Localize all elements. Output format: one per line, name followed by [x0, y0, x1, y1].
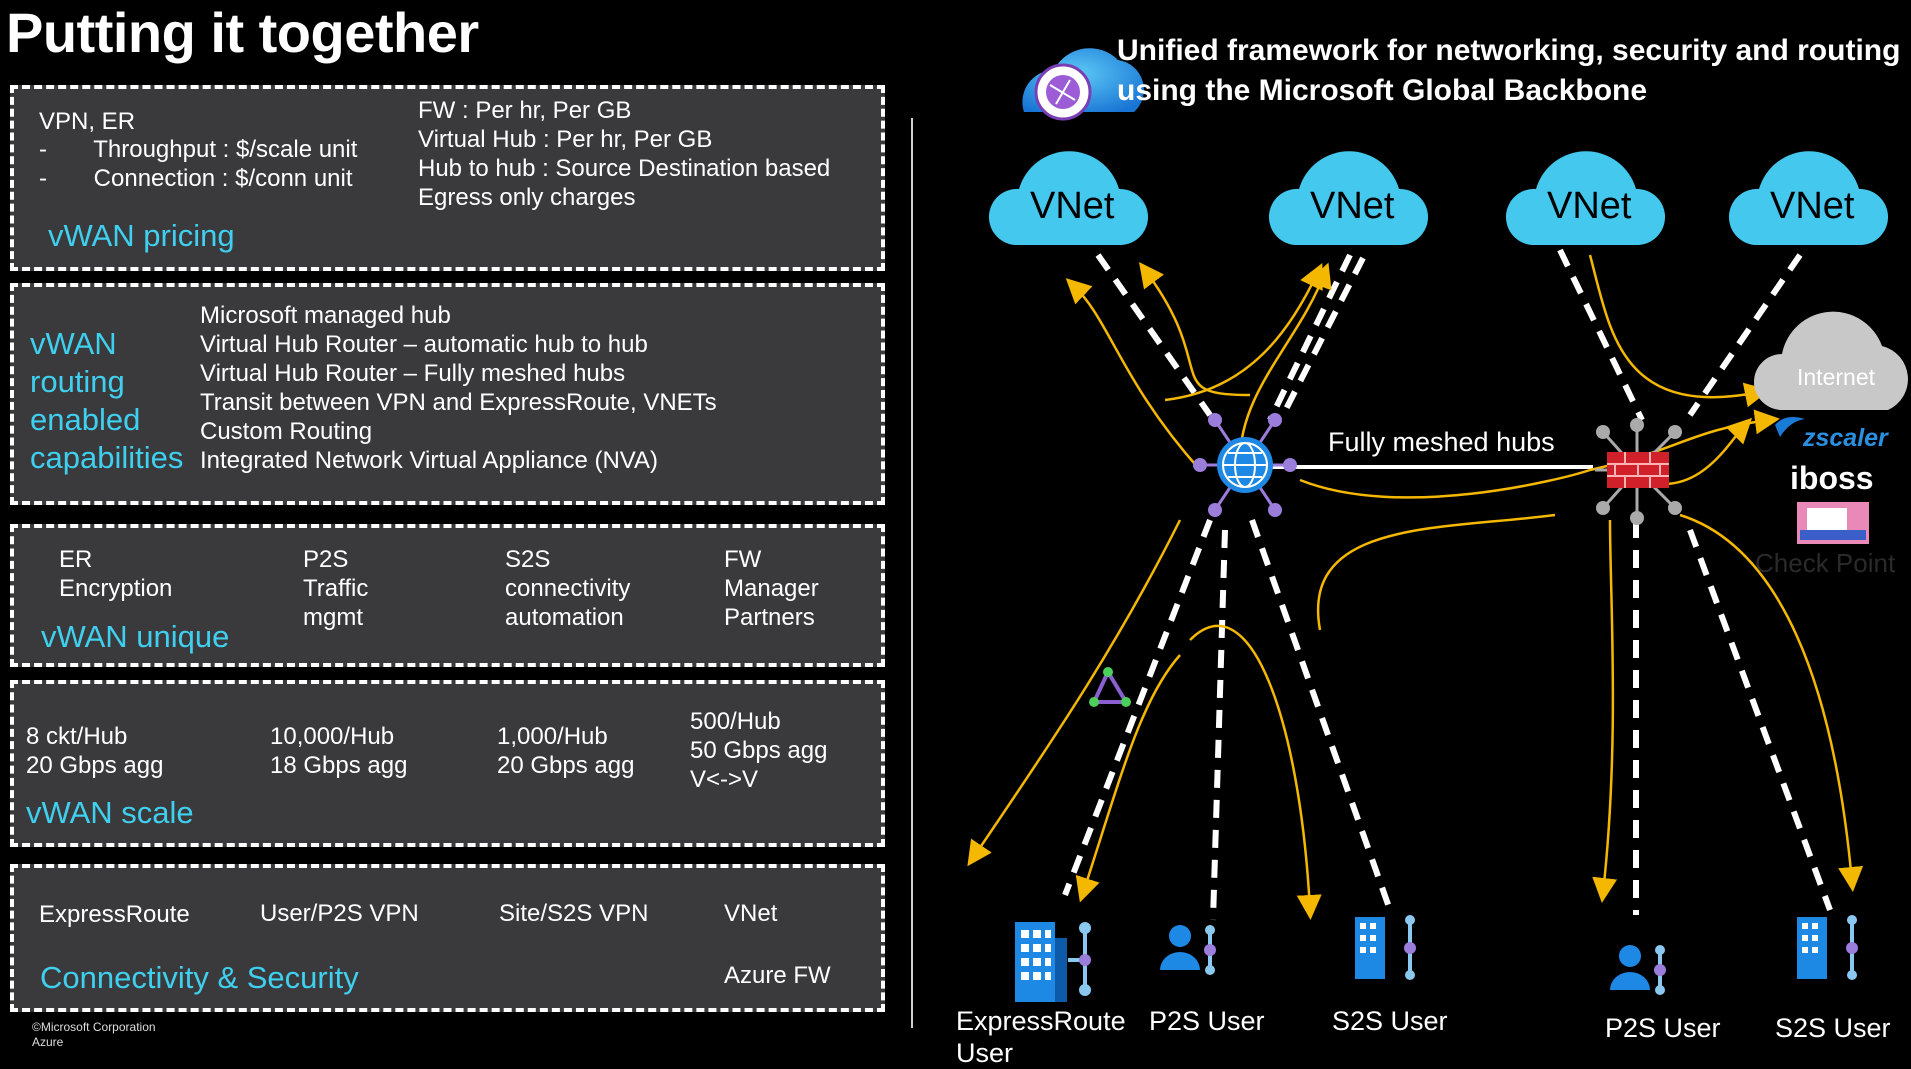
unique-s2s: S2S: [505, 546, 551, 573]
conn-p2s: User/P2S VPN: [260, 900, 419, 927]
unique-encryption: Encryption: [59, 575, 173, 602]
route-triangle-icon: [1089, 667, 1131, 707]
conn-azurefw: Azure FW: [724, 962, 831, 989]
p2s-user-label-2: P2S User: [1605, 1013, 1721, 1043]
vnet-cloud-1: [988, 151, 1149, 245]
diagram-headline-1: Unified framework for networking, securi…: [1117, 34, 1901, 67]
unique-p2s: P2S: [303, 546, 349, 573]
zscaler-logo-icon: [1775, 417, 1805, 437]
pricing-right-4: Egress only charges: [418, 184, 636, 211]
vnet-clouds: [988, 151, 1889, 245]
pricing-heading: vWAN pricing: [48, 218, 235, 253]
routing-item-5: Custom Routing: [200, 418, 373, 445]
unique-fw: FW: [724, 546, 762, 573]
pricing-right-3: Hub to hub : Source Destination based: [418, 155, 831, 182]
pricing-right-2: Virtual Hub : Per hr, Per GB: [418, 126, 713, 153]
scale-heading: vWAN scale: [26, 795, 194, 830]
vnet-label-3: VNet: [1547, 185, 1632, 227]
scale-vnet-2: 50 Gbps agg: [690, 737, 828, 764]
scale-s2s-2: 20 Gbps agg: [497, 752, 635, 779]
s2s-user-label-1: S2S User: [1332, 1006, 1448, 1036]
dashed-links: [1062, 248, 1833, 921]
unique-partners: Partners: [724, 604, 815, 631]
pricing-left-1: VPN, ER: [39, 108, 136, 135]
vnet-label-2: VNet: [1310, 185, 1395, 227]
traffic-arrows: [967, 254, 1864, 920]
routing-heading-3: enabled: [30, 402, 141, 437]
conn-expressroute: ExpressRoute: [39, 901, 190, 928]
page-title: Putting it together: [6, 1, 479, 64]
routing-heading-1: vWAN: [30, 326, 117, 361]
unique-automation: automation: [505, 604, 624, 631]
vnet-label-4: VNet: [1770, 185, 1855, 227]
expressroute-label: ExpressRoute: [956, 1006, 1126, 1036]
partner-iboss: iboss: [1790, 460, 1874, 496]
vnet-label-1: VNet: [1030, 185, 1115, 227]
routing-heading-2: routing: [30, 364, 125, 399]
unique-traffic: Traffic: [303, 575, 369, 602]
unique-er: ER: [59, 546, 93, 573]
s2s-building-icon-1: [1355, 915, 1416, 980]
scale-p2s-2: 18 Gbps agg: [270, 752, 408, 779]
partner-zscaler: zscaler: [1803, 424, 1888, 452]
vnet-cloud-3: [1505, 151, 1666, 245]
routing-item-3: Virtual Hub Router – Fully meshed hubs: [200, 360, 626, 387]
s2s-user-label-2: S2S User: [1775, 1013, 1891, 1043]
routing-item-2: Virtual Hub Router – automatic hub to hu…: [200, 331, 648, 358]
unique-heading: vWAN unique: [41, 619, 230, 654]
internet-label: Internet: [1797, 364, 1875, 390]
pricing-left-2: - Throughput : $/scale unit: [39, 136, 358, 163]
vnet-cloud-2: [1268, 151, 1429, 245]
s2s-building-icon-2: [1797, 915, 1858, 980]
vnet-cloud-4: [1728, 151, 1889, 245]
routing-item-4: Transit between VPN and ExpressRoute, VN…: [200, 389, 717, 416]
scale-vnet-1: 500/Hub: [690, 708, 781, 735]
scale-s2s-1: 1,000/Hub: [497, 723, 608, 750]
vertical-divider: [911, 118, 913, 1028]
scale-vnet-3: V<->V: [690, 766, 759, 793]
partner-checkpoint: Check Point: [1755, 548, 1896, 578]
conn-heading: Connectivity & Security: [40, 960, 359, 995]
routing-item-6: Integrated Network Virtual Appliance (NV…: [200, 447, 659, 474]
pricing-box: VPN, ER - Throughput : $/scale unit - Co…: [10, 85, 885, 271]
mesh-label: Fully meshed hubs: [1328, 427, 1555, 457]
routing-item-1: Microsoft managed hub: [200, 302, 451, 329]
unique-connectivity: connectivity: [505, 575, 631, 602]
p2s-user-label-1: P2S User: [1149, 1006, 1265, 1036]
conn-vnet: VNet: [724, 900, 778, 927]
expressroute-building-icon: [1015, 922, 1091, 1002]
routing-box: vWAN routing enabled capabilities Micros…: [10, 283, 885, 505]
internet-cloud: [1754, 311, 1908, 410]
p2s-user-icon-2: [1610, 945, 1666, 995]
azure-cloud-icon: [1022, 48, 1144, 121]
footer-copyright: ©Microsoft Corporation Azure: [32, 1020, 156, 1049]
routing-heading-4: capabilities: [30, 440, 184, 475]
pricing-right-1: FW : Per hr, Per GB: [418, 97, 632, 124]
diagram-headline-2: using the Microsoft Global Backbone: [1117, 74, 1648, 107]
unique-manager: Manager: [724, 575, 819, 602]
hub-globe-icon: [1193, 413, 1297, 517]
scale-er-1: 8 ckt/Hub: [26, 723, 128, 750]
conn-s2s: Site/S2S VPN: [499, 900, 649, 927]
connectivity-box: ExpressRoute User/P2S VPN Site/S2S VPN V…: [10, 864, 885, 1012]
pricing-left-3: - Connection : $/conn unit: [39, 165, 353, 192]
unique-mgmt: mgmt: [303, 604, 363, 631]
firewall-icon: [1595, 418, 1682, 525]
scale-box: 8 ckt/Hub 20 Gbps agg 10,000/Hub 18 Gbps…: [10, 680, 885, 847]
p2s-user-icon-1: [1160, 925, 1216, 975]
unique-box: ER Encryption P2S Traffic mgmt S2S conne…: [10, 524, 885, 667]
scale-er-2: 20 Gbps agg: [26, 752, 164, 779]
expressroute-user-label: User: [956, 1038, 1014, 1068]
checkpoint-logo-icon: [1797, 502, 1869, 544]
scale-p2s-1: 10,000/Hub: [270, 723, 395, 750]
